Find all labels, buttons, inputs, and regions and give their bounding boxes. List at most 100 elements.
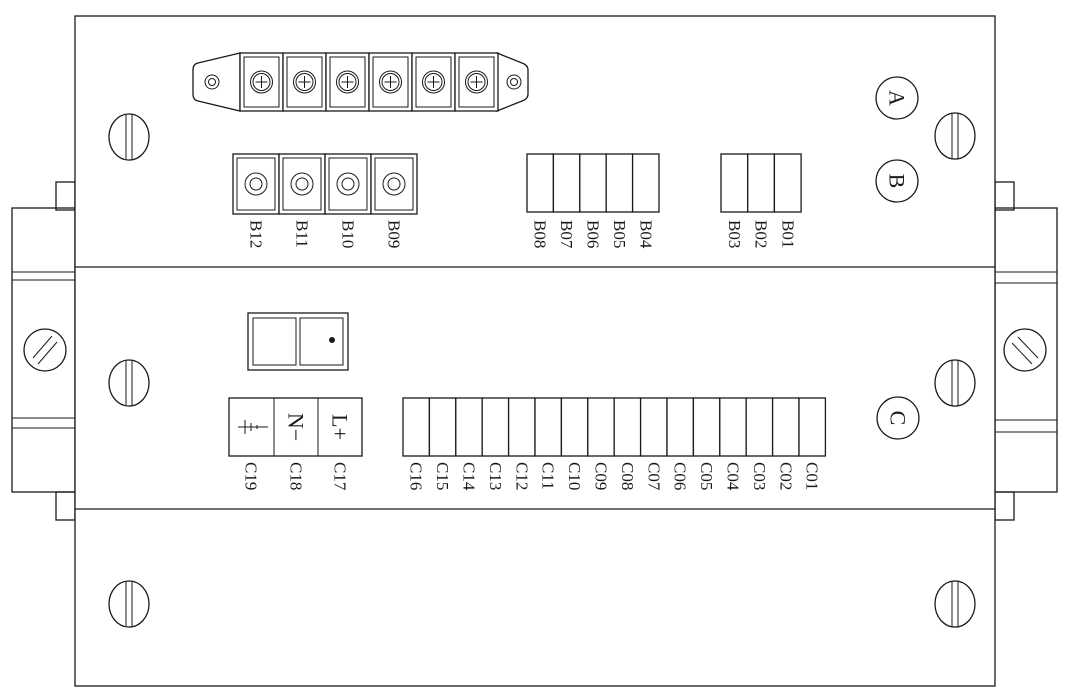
svg-text:C: C [886, 411, 911, 426]
terminal-block-c: C16 C15 C14 C13 C12 C11 C10 C09 C08 C07 C06 C05 C04 C… [402, 397, 827, 491]
screw-terminal-cell [282, 52, 327, 112]
terminal-label: C11 [539, 462, 558, 490]
terminal-screw-icon [336, 172, 360, 196]
terminal-label: C08 [618, 462, 637, 490]
power-switch [247, 312, 349, 371]
terminal-label: C02 [776, 462, 795, 490]
terminal-label: C01 [803, 462, 822, 490]
screw-terminal-cell [368, 52, 413, 112]
terminal-label: C16 [407, 462, 426, 490]
screw-terminal-cell [239, 52, 284, 112]
terminal-b09: B09 [370, 153, 418, 248]
terminal-b02: B02 [747, 153, 776, 248]
cross-screw-icon [250, 70, 273, 94]
terminal-c06: C06 [666, 397, 695, 490]
top-screw-terminal-strip [192, 52, 529, 112]
terminal-c03: C03 [745, 397, 774, 490]
right-bracket-screw [1003, 328, 1047, 372]
terminal-b06: B06 [579, 153, 607, 248]
cross-screw-icon [293, 70, 316, 94]
cross-screw-icon [465, 70, 488, 94]
screw-terminal-cell [411, 52, 456, 112]
terminal-label: B04 [636, 220, 655, 249]
line-plus-symbol: L+ [328, 414, 353, 440]
terminal-label: C07 [644, 462, 663, 491]
terminal-label: C04 [724, 462, 743, 491]
terminal-label: C12 [512, 462, 531, 490]
terminal-label: C13 [486, 462, 505, 490]
screw-terminal-cell [454, 52, 499, 112]
terminal-c11: C11 [534, 397, 563, 490]
terminal-label: B06 [584, 220, 603, 248]
terminal-b01: B01 [773, 153, 802, 248]
terminal-c05: C05 [692, 397, 721, 490]
panel-label-c: C [876, 396, 920, 440]
main-housing [74, 15, 996, 687]
switch-indicator-dot [329, 337, 335, 343]
panel-label-b: B [875, 159, 919, 203]
terminal-label: C05 [697, 462, 716, 490]
terminal-c12: C12 [507, 397, 536, 490]
terminal-label: C03 [750, 462, 769, 490]
terminal-c04: C04 [719, 397, 747, 491]
terminal-b04: B04 [631, 153, 660, 249]
panel-label-a: A [875, 76, 919, 120]
panel-mounting-screw [108, 580, 150, 628]
terminal-c07: C07 [639, 397, 668, 491]
terminal-b03: B03 [720, 153, 749, 248]
power-terminal-block: N− L+ C19 C18 C17 [228, 397, 363, 491]
terminal-label: C06 [671, 462, 690, 490]
terminal-block-b-large: B12 B11 B10 B09 [232, 153, 418, 248]
terminal-label: C14 [460, 462, 479, 491]
terminal-label: B09 [385, 220, 404, 248]
panel-mounting-screw [108, 359, 150, 407]
terminal-c14: C14 [455, 397, 483, 491]
terminal-c02: C02 [771, 397, 800, 490]
terminal-label: B10 [339, 220, 358, 248]
terminal-label-c18: C18 [287, 462, 306, 490]
svg-text:B: B [885, 174, 910, 189]
panel-mounting-screw [934, 580, 976, 628]
terminal-label: C15 [433, 462, 452, 490]
earth-ground-symbol [238, 420, 268, 434]
panel-mounting-screw [934, 359, 976, 407]
terminal-block-b-mid: B08 B07 B06 B05 B04 [526, 153, 660, 249]
left-bracket-screw [23, 328, 67, 372]
terminal-label: B08 [531, 220, 550, 248]
terminal-b12: B12 [232, 153, 280, 248]
terminal-c10: C10 [560, 397, 589, 490]
terminal-b05: B05 [605, 153, 634, 248]
terminal-c16: C16 [402, 397, 431, 490]
screw-terminal-cell [325, 52, 370, 112]
panel-mounting-screw [108, 113, 150, 161]
terminal-label: C09 [592, 462, 611, 490]
terminal-screw-icon [382, 172, 406, 196]
terminal-screw-icon [290, 172, 314, 196]
panel-mounting-screw [934, 112, 976, 160]
svg-text:A: A [885, 90, 910, 106]
terminal-label: C10 [565, 462, 584, 490]
terminal-label: B01 [778, 220, 797, 248]
terminal-b11: B11 [278, 153, 326, 248]
cross-screw-icon [422, 70, 445, 94]
terminal-c01: C01 [798, 397, 827, 490]
cross-screw-icon [336, 70, 359, 94]
terminal-label-c17: C17 [331, 462, 350, 491]
terminal-b10: B10 [324, 153, 372, 248]
terminal-label: B11 [293, 220, 312, 248]
terminal-label: B07 [557, 220, 576, 249]
cross-screw-icon [379, 70, 402, 94]
terminal-label: B12 [247, 220, 266, 248]
terminal-c15: C15 [428, 397, 457, 490]
terminal-b07: B07 [552, 153, 581, 249]
terminal-b08: B08 [526, 153, 555, 248]
terminal-label: B03 [725, 220, 744, 248]
terminal-label: B05 [610, 220, 629, 248]
neutral-symbol: N− [284, 413, 309, 441]
terminal-screw-icon [244, 172, 268, 196]
terminal-label-c19: C19 [242, 462, 261, 490]
terminal-c09: C09 [587, 397, 615, 490]
terminal-c13: C13 [481, 397, 510, 490]
